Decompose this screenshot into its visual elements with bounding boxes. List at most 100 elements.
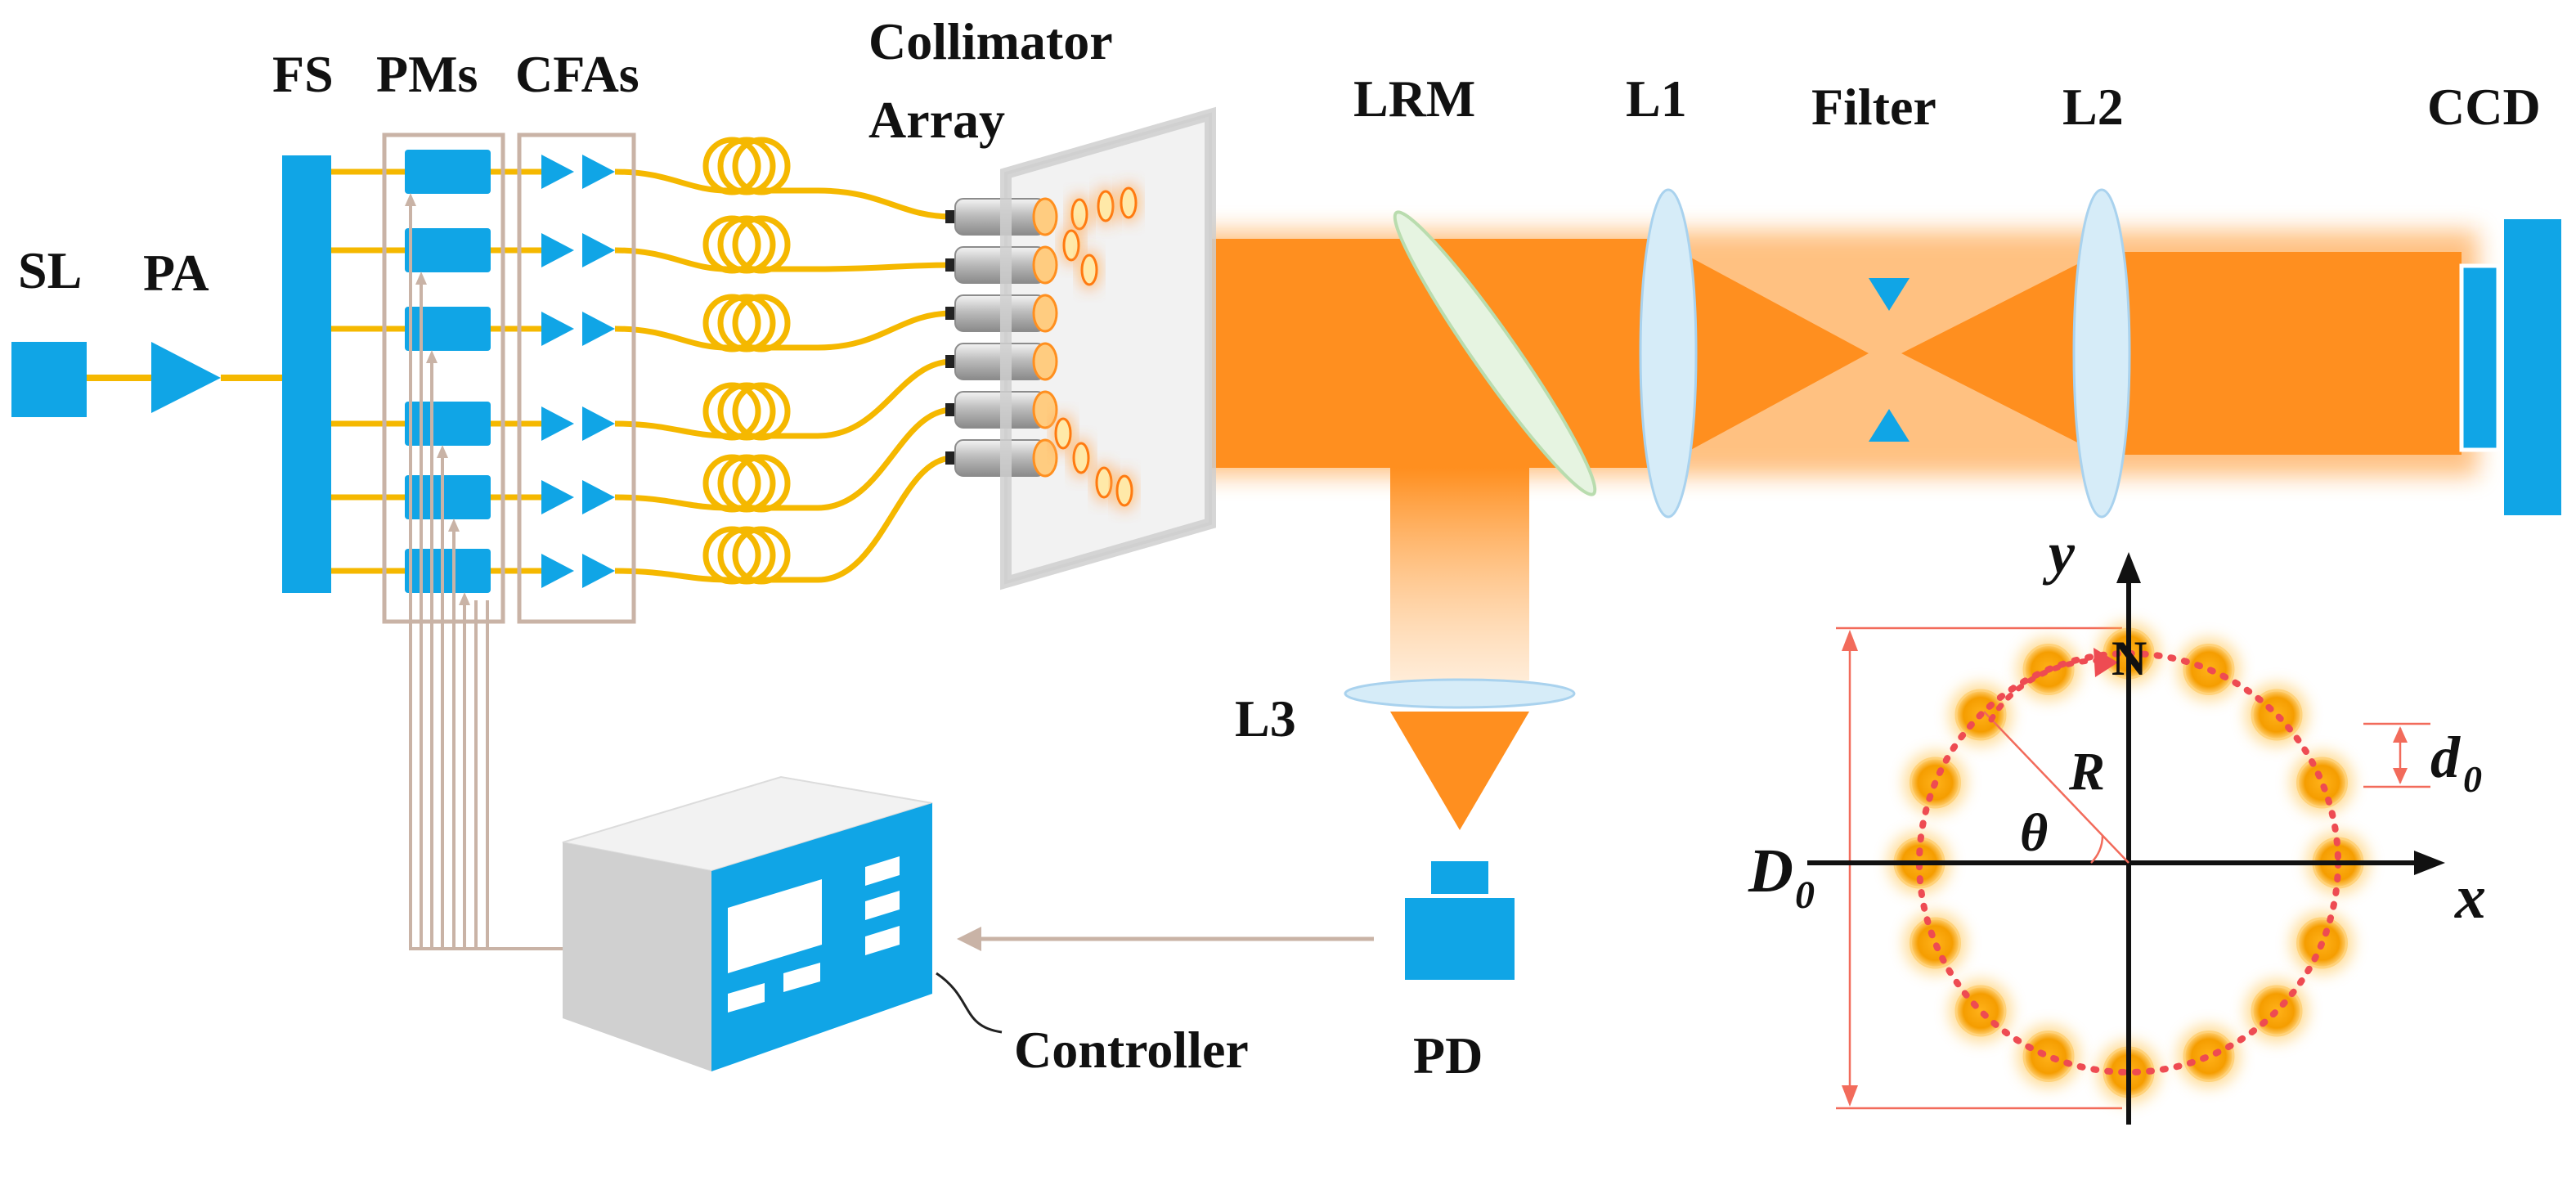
collimator-connector [945, 355, 957, 368]
control-arrow [405, 193, 416, 206]
label-d0s-sub: 0 [2463, 758, 2482, 800]
aperture-dot [1095, 466, 1113, 499]
collimator-aperture [1032, 390, 1058, 429]
coil-loop [732, 137, 791, 195]
cfa-stage-2 [582, 406, 615, 441]
collimator-connector [945, 403, 957, 416]
collimator-aperture [1032, 197, 1058, 236]
channel-6 [331, 455, 954, 593]
lrm-mirror [1393, 210, 1597, 496]
collimator-aperture [1032, 294, 1058, 333]
channel-5 [331, 406, 954, 519]
fiber-coil-1 [702, 137, 791, 195]
control-arrow [426, 350, 438, 363]
array-element [2183, 1031, 2235, 1083]
aperture-dot [1115, 474, 1133, 507]
control-arrow [437, 445, 448, 458]
angle-arc [2090, 835, 2104, 864]
coil-loop [717, 294, 776, 353]
aperture-dot [1072, 442, 1090, 474]
fiber-output [614, 406, 954, 511]
array-element [2022, 1031, 2075, 1083]
label-d0-sub: 0 [1795, 873, 1815, 917]
sl-block [11, 342, 87, 417]
coil-loop [702, 215, 761, 274]
fiber-coil-3 [702, 294, 791, 353]
fiber-output [614, 168, 954, 220]
coil-loop [702, 526, 761, 585]
label-d0-big: D 0 [1748, 837, 1815, 917]
collimator-array [945, 106, 1216, 591]
fiber-coil-6 [702, 526, 791, 585]
control-arrow [415, 272, 427, 285]
coil-loop [732, 382, 791, 441]
y-axis-arrow [2116, 552, 2141, 583]
channel-group [331, 150, 954, 593]
aperture-dot [1054, 417, 1072, 450]
radius-line [1983, 711, 2129, 864]
control-arrow [459, 592, 470, 605]
pd-beam [1390, 468, 1529, 830]
channel-4 [331, 358, 954, 446]
cfa-stage-1 [541, 155, 574, 189]
cfas-frame [517, 132, 636, 624]
coil-loop [732, 454, 791, 513]
lens-l1 [1639, 188, 1698, 519]
filter-pinhole [1869, 278, 1910, 442]
pa-amplifier [151, 342, 282, 413]
label-pd: PD [1413, 1026, 1483, 1084]
collimator-connector [945, 451, 957, 465]
fiber-output [614, 310, 954, 351]
control-lines [405, 193, 563, 950]
label-r: R [2068, 742, 2105, 802]
cfa-stage-2 [582, 233, 615, 267]
label-d0-base: D [1748, 837, 1793, 905]
label-l2: L2 [2062, 78, 2124, 136]
collimator-connector [945, 210, 957, 223]
label-axis-x: x [2454, 863, 2486, 932]
pm-block [405, 475, 491, 519]
collimator-aperture [1032, 342, 1058, 381]
control-arrow [448, 519, 460, 532]
label-pms: PMs [376, 45, 478, 103]
ccd-camera [2459, 219, 2561, 515]
label-d0s-base: d [2430, 725, 2461, 790]
feedback-arrow [957, 927, 1374, 951]
fiber-coil-5 [702, 454, 791, 513]
coil-loop [732, 215, 791, 274]
fiber-output [614, 358, 954, 439]
array-element [2296, 757, 2349, 809]
label-lrm: LRM [1353, 70, 1475, 128]
cfa-stage-2 [582, 554, 615, 588]
label-controller: Controller [1014, 1021, 1249, 1079]
aperture-dot [1062, 229, 1080, 262]
coil-loop [717, 454, 776, 513]
coil-loop [732, 294, 791, 353]
pm-block [405, 402, 491, 446]
cfa-stage-1 [541, 406, 574, 441]
controller-box [562, 775, 1003, 1071]
pm-block [405, 549, 491, 593]
pm-block [405, 228, 491, 272]
coil-loop [702, 454, 761, 513]
cfa-stage-2 [582, 480, 615, 514]
fs-splitter [282, 155, 331, 593]
cfa-stage-2 [582, 312, 615, 346]
fiber-coil-2 [702, 215, 791, 274]
aperture-dot [1120, 186, 1138, 219]
pd-detector [1405, 861, 1515, 980]
cfa-stage-1 [541, 312, 574, 346]
channel-1 [331, 150, 954, 220]
label-pa: PA [143, 244, 209, 302]
lens-l2 [2072, 188, 2131, 519]
coil-loop [717, 526, 776, 585]
label-d0-small: d 0 [2430, 725, 2482, 800]
rotation-arrowhead [2094, 648, 2118, 677]
coil-loop [717, 215, 776, 274]
label-array: Array [868, 91, 1005, 149]
label-n: N [2112, 631, 2147, 685]
channel-3 [331, 307, 954, 351]
collimator-aperture [1032, 438, 1058, 478]
coil-loop [732, 526, 791, 585]
